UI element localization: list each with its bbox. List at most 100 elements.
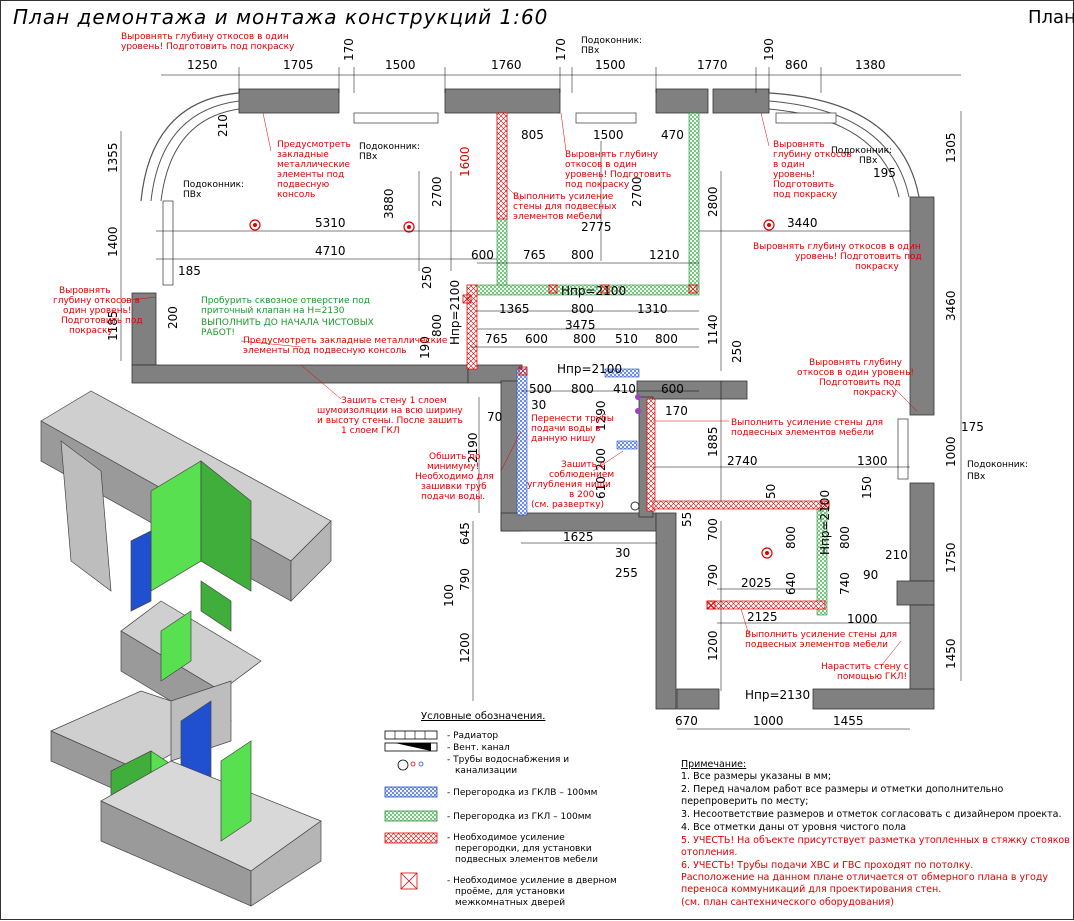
dim: 200 bbox=[166, 306, 180, 329]
svg-text:(см. развертку): (см. развертку) bbox=[531, 500, 604, 510]
svg-text:покраску: покраску bbox=[855, 262, 899, 272]
dim: 2125 bbox=[747, 610, 778, 624]
dim-top-6: 170 bbox=[554, 38, 568, 61]
dim: 150 bbox=[860, 476, 874, 499]
dim: 800 bbox=[784, 526, 798, 549]
svg-text:минимуму!: минимуму! bbox=[427, 462, 479, 472]
wall-top-3 bbox=[655, 88, 709, 114]
svg-text:соблюдением: соблюдением bbox=[549, 470, 614, 480]
svg-text:под покраску: под покраску bbox=[565, 180, 630, 190]
dim: 800 bbox=[571, 302, 594, 316]
dim-top-10: 860 bbox=[785, 58, 808, 72]
dim: 600 bbox=[525, 332, 548, 346]
svg-text:Выровнять глубину откосов в од: Выровнять глубину откосов в один bbox=[753, 242, 921, 252]
dim: 2775 bbox=[581, 220, 612, 234]
svg-text:уровень! Подготовить под: уровень! Подготовить под bbox=[795, 252, 922, 262]
dim: 90 bbox=[863, 568, 878, 582]
dim: 5310 bbox=[315, 216, 346, 230]
dim-top-9: 190 bbox=[762, 38, 776, 61]
dim: 470 bbox=[661, 128, 684, 142]
dim: 190 bbox=[418, 336, 432, 359]
wall-mid-block bbox=[636, 380, 748, 400]
dim: 200 bbox=[594, 448, 608, 471]
notes-title: Примечание: bbox=[681, 759, 746, 770]
svg-text:шумоизоляции на всю ширину: шумоизоляции на всю ширину bbox=[317, 406, 463, 416]
opening-height: Hпр=2100 bbox=[818, 490, 832, 555]
dim: 1450 bbox=[944, 638, 958, 669]
svg-text:элементы под: элементы под bbox=[277, 170, 344, 180]
svg-text:Выровнять: Выровнять bbox=[59, 286, 111, 296]
svg-text:переноса коммуникаций для прое: переноса коммуникаций для проектирования… bbox=[681, 884, 941, 895]
svg-text:уровень!: уровень! bbox=[773, 170, 815, 180]
svg-text:Подоконник:: Подоконник: bbox=[183, 180, 244, 190]
svg-text:4. Все отметки даны от уровня: 4. Все отметки даны от уровня чистого по… bbox=[681, 822, 906, 833]
legend-title: Условные обозначения. bbox=[421, 711, 545, 722]
svg-text:Нарастить стену с: Нарастить стену с bbox=[821, 662, 909, 672]
svg-text:Выполнить усиление стены для: Выполнить усиление стены для bbox=[745, 630, 897, 640]
dim: 50 bbox=[764, 484, 778, 499]
svg-text:РАБОТ!: РАБОТ! bbox=[201, 328, 235, 338]
general-notes: Примечание: 1. Все размеры указаны в мм;… bbox=[681, 759, 1070, 908]
dim: 2190 bbox=[466, 432, 480, 463]
svg-text:подачи воды в: подачи воды в bbox=[531, 424, 600, 434]
svg-text:Расположение на данном плане о: Расположение на данном плане отличается … bbox=[681, 872, 1048, 883]
dim: 800 bbox=[838, 526, 852, 549]
svg-text:покраску: покраску bbox=[853, 388, 897, 398]
dim-top-7: 1500 bbox=[595, 58, 626, 72]
svg-text:уровень! Подготовить под покра: уровень! Подготовить под покраску bbox=[121, 42, 295, 52]
gklv-partitions bbox=[516, 368, 640, 516]
dim: 800 bbox=[571, 248, 594, 262]
opening-height: Hпр=2100 bbox=[561, 284, 626, 298]
dim: 210 bbox=[885, 548, 908, 562]
svg-text:- Вент. канал: - Вент. канал bbox=[447, 743, 510, 753]
dim: 2740 bbox=[727, 454, 758, 468]
svg-text:откосов в один уровень!: откосов в один уровень! bbox=[797, 368, 914, 378]
dim: 500 bbox=[529, 382, 552, 396]
svg-text:углубления ниши: углубления ниши bbox=[527, 480, 611, 490]
dim-top-4: 1500 bbox=[385, 58, 416, 72]
pipe-symbol bbox=[397, 759, 409, 771]
svg-text:перегородки, для установки: перегородки, для установки bbox=[455, 844, 592, 854]
svg-text:подвесную: подвесную bbox=[277, 180, 330, 190]
dim: 1200 bbox=[706, 630, 720, 661]
svg-text:Зашить стену 1 слоем: Зашить стену 1 слоем bbox=[341, 396, 447, 406]
dim: 790 bbox=[706, 564, 720, 587]
dim: 765 bbox=[523, 248, 546, 262]
dim-top-3: 170 bbox=[342, 38, 356, 61]
dim: 1290 bbox=[594, 400, 608, 431]
svg-text:подвесных элементов мебели: подвесных элементов мебели bbox=[745, 640, 888, 650]
dim: 600 bbox=[661, 382, 684, 396]
leader-lines bbox=[122, 112, 918, 667]
svg-text:зашивки труб: зашивки труб bbox=[421, 482, 487, 492]
dim: 640 bbox=[784, 572, 798, 595]
svg-text:Предусмотреть: Предусмотреть bbox=[277, 140, 351, 150]
green-notes: Пробурить сквозное отверстие под приточн… bbox=[201, 296, 374, 338]
dim: 1000 bbox=[847, 612, 878, 626]
dim: 1200 bbox=[458, 632, 472, 663]
dim: 805 bbox=[521, 128, 544, 142]
svg-text:Подготовить под: Подготовить под bbox=[819, 378, 901, 388]
dim: 255 bbox=[615, 566, 638, 580]
sill-labels: Подоконник: ПВх Подоконник: ПВх Подоконн… bbox=[183, 36, 1028, 482]
svg-text:Подоконник:: Подоконник: bbox=[359, 142, 420, 152]
svg-text:в один: в один bbox=[773, 160, 805, 170]
svg-text:Подоконник:: Подоконник: bbox=[831, 146, 892, 156]
svg-text:Выполнить усиление стены для: Выполнить усиление стены для bbox=[731, 418, 883, 428]
dim-top-8: 1770 bbox=[697, 58, 728, 72]
svg-text:Перенести трубы: Перенести трубы bbox=[531, 414, 614, 424]
svg-text:ПВх: ПВх bbox=[859, 156, 878, 166]
svg-text:6. УЧЕСТЬ! Трубы подачи ХВС и: 6. УЧЕСТЬ! Трубы подачи ХВС и ГВС проход… bbox=[681, 860, 973, 871]
dim: 610 bbox=[594, 476, 608, 499]
svg-text:глубину откосов: глубину откосов bbox=[773, 150, 852, 160]
ventilation-markers bbox=[249, 219, 775, 559]
dim: 1300 bbox=[857, 454, 888, 468]
svg-text:ПВх: ПВх bbox=[359, 152, 378, 162]
wall-right-3 bbox=[896, 580, 935, 606]
dim-top-11: 1380 bbox=[855, 58, 886, 72]
dim: 250 bbox=[420, 266, 434, 289]
svg-text:подачи воды.: подачи воды. bbox=[421, 492, 485, 502]
wall-top-2 bbox=[444, 88, 561, 114]
bay-window-right bbox=[768, 92, 920, 198]
svg-text:3. Несоответствие размеров и о: 3. Несоответствие размеров и отметок сог… bbox=[681, 809, 1062, 820]
dim: 170 bbox=[665, 404, 688, 418]
